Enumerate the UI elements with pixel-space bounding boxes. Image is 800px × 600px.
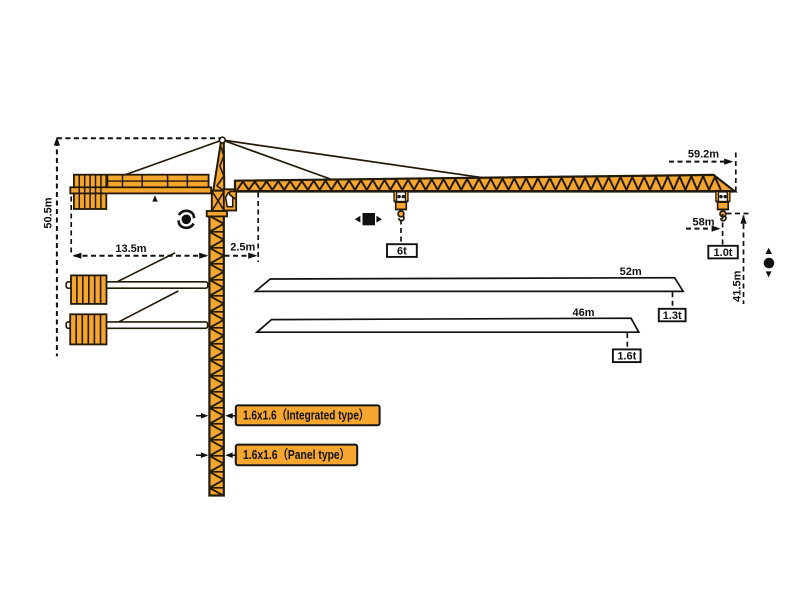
svg-text:1.6t: 1.6t (617, 351, 636, 363)
svg-text:1.6x1.6（Integrated type）: 1.6x1.6（Integrated type） (243, 407, 369, 422)
svg-text:58m: 58m (692, 217, 714, 229)
svg-text:46m: 46m (572, 307, 594, 319)
svg-text:6t: 6t (397, 246, 407, 258)
svg-text:50.5m: 50.5m (43, 197, 55, 228)
svg-text:1.0t: 1.0t (714, 247, 733, 259)
svg-text:52m: 52m (620, 266, 642, 278)
svg-text:1.6x1.6（Panel type）: 1.6x1.6（Panel type） (243, 447, 350, 462)
svg-text:13.5m: 13.5m (115, 243, 146, 255)
svg-text:2.5m: 2.5m (230, 241, 255, 253)
svg-text:41.5m: 41.5m (732, 270, 744, 301)
svg-text:59.2m: 59.2m (688, 149, 719, 161)
svg-text:1.3t: 1.3t (663, 310, 682, 322)
